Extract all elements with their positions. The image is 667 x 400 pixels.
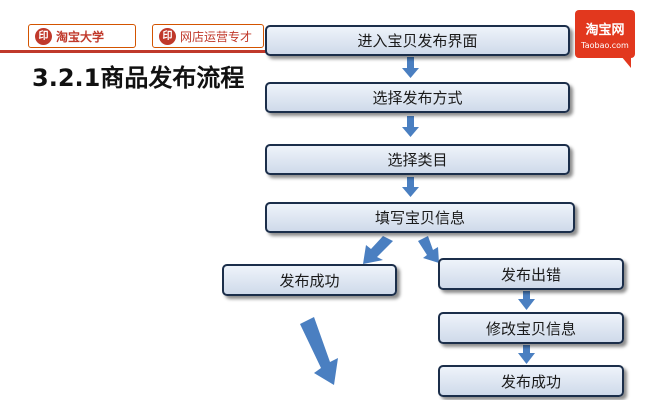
step-label: 选择类目: [387, 151, 448, 169]
step-label: 填写宝贝信息: [374, 209, 465, 227]
result-box-success-retry: 发布成功: [438, 365, 624, 397]
step-arrow-3: [402, 177, 419, 197]
result-box-success: 发布成功: [222, 264, 397, 296]
result-label: 发布出错: [500, 265, 561, 284]
logo-main-text: 淘宝网: [585, 23, 625, 38]
step-box-fill-info: 填写宝贝信息: [265, 202, 575, 233]
step-box-choose-method: 选择发布方式: [265, 82, 570, 113]
step-arrow-2: [402, 116, 419, 137]
step-label: 进入宝贝发布界面: [357, 32, 478, 50]
step-box-modify-info: 修改宝贝信息: [438, 312, 624, 344]
error-arrow-2: [518, 345, 535, 364]
result-label: 发布成功: [279, 271, 340, 290]
seal-icon: 印: [35, 27, 52, 45]
logo-sub-text: Taobao.com: [581, 41, 629, 50]
step-box-enter-publish: 进入宝贝发布界面: [265, 25, 570, 56]
course-brand: 印 网店运营专才: [152, 24, 264, 48]
taobao-logo: 淘宝网 Taobao.com: [575, 10, 635, 68]
result-box-error: 发布出错: [438, 258, 624, 290]
step-label: 选择发布方式: [372, 89, 463, 107]
large-down-arrow: [300, 317, 338, 385]
seal-icon: 印: [159, 27, 176, 45]
step-arrow-1: [402, 57, 419, 78]
page-title: 3.2.1商品发布流程: [32, 64, 245, 92]
branch-arrow-error: [418, 236, 439, 263]
result-label: 发布成功: [500, 372, 561, 391]
step-label: 修改宝贝信息: [485, 319, 576, 338]
branch-arrow-success: [363, 236, 393, 264]
step-box-choose-category: 选择类目: [265, 144, 570, 175]
course-name: 网店运营专才: [180, 29, 253, 44]
error-arrow-1: [518, 291, 535, 310]
taobao-university-brand: 印 淘宝大学: [28, 24, 136, 48]
brand-name: 淘宝大学: [56, 29, 105, 44]
